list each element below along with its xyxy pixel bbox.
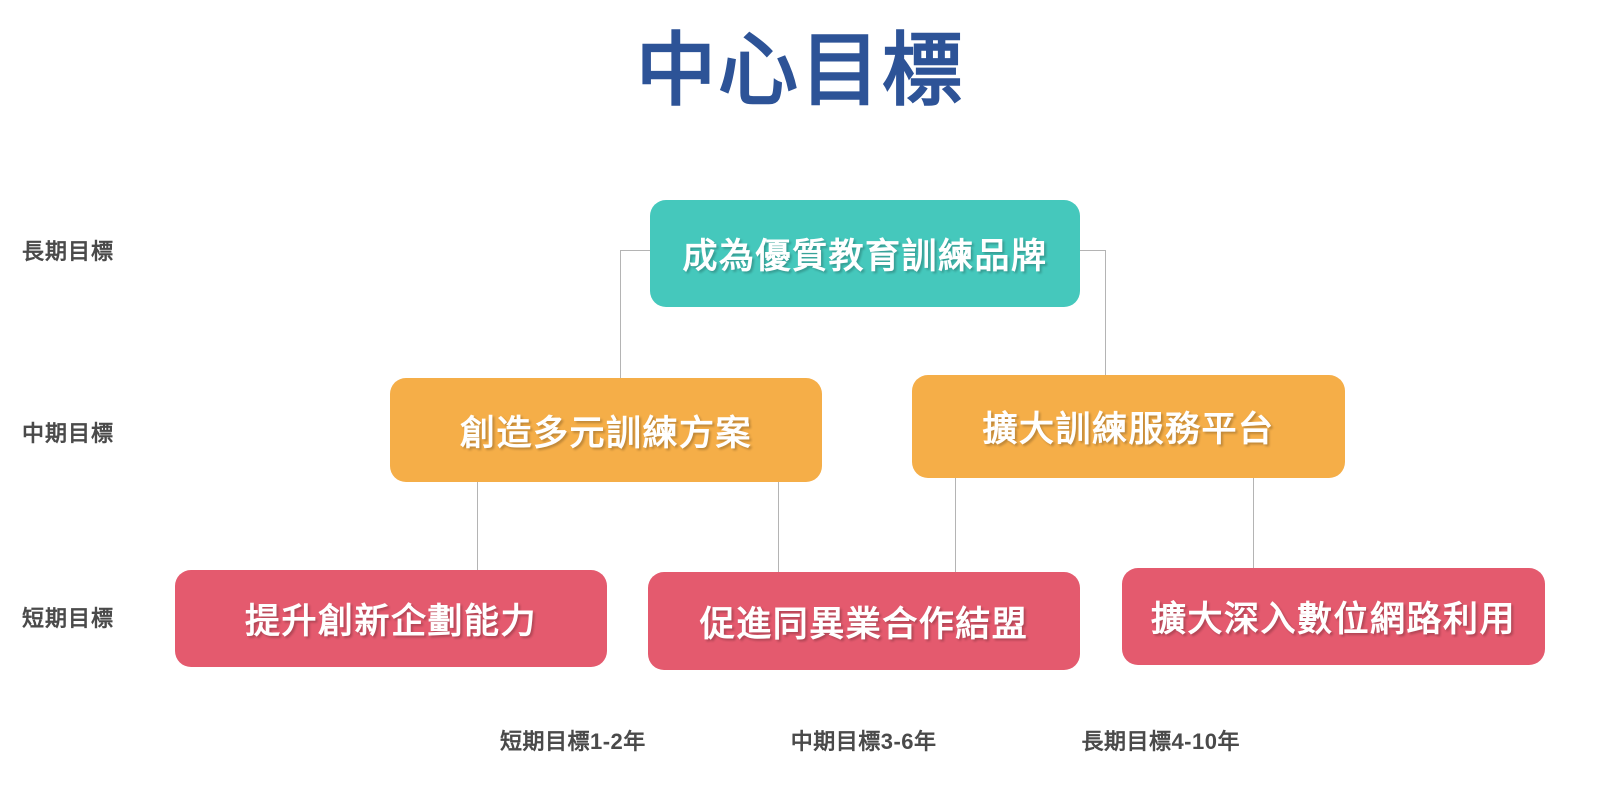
row-label-mid-term: 中期目標 [22,421,115,446]
node-label: 擴大訓練服務平台 [982,410,1275,449]
node-label: 成為優質教育訓練品牌 [682,237,1048,276]
legend-item-short-term: 短期目標1-2年 [500,729,646,754]
node-long-term-1[interactable]: 成為優質教育訓練品牌 [650,200,1080,307]
node-label: 提升創新企劃能力 [244,602,537,641]
connector-longterm-left-stub [620,250,651,251]
legend-item-long-term: 長期目標4-10年 [1081,729,1240,754]
connector-longterm-to-midterm-1 [620,250,621,379]
node-short-term-3[interactable]: 擴大深入數位網路利用 [1122,568,1545,665]
node-short-term-1[interactable]: 提升創新企劃能力 [175,570,607,667]
connector-midterm1-to-shortterm1 [477,482,478,571]
node-label: 促進同異業合作結盟 [699,604,1029,644]
node-short-term-2[interactable]: 促進同異業合作結盟 [648,572,1080,670]
timeframe-legend: 短期目標1-2年 中期目標3-6年 長期目標4-10年 [500,724,1240,756]
connector-midterm2-to-shortterm2 [955,478,956,573]
connector-longterm-right-stub [1080,250,1106,251]
node-label: 創造多元訓練方案 [459,413,752,453]
connector-midterm2-to-shortterm3 [1253,478,1254,569]
page-title: 中心目標 [636,28,964,116]
node-mid-term-1[interactable]: 創造多元訓練方案 [390,378,822,482]
legend-item-mid-term: 中期目標3-6年 [790,729,937,754]
row-label-long-term: 長期目標 [22,239,115,264]
row-label-short-term: 短期目標 [22,606,115,631]
node-label: 擴大深入數位網路利用 [1150,600,1516,639]
connector-longterm-to-midterm-2 [1105,250,1106,376]
node-mid-term-2[interactable]: 擴大訓練服務平台 [912,375,1345,478]
connector-midterm1-to-shortterm2 [778,482,779,573]
